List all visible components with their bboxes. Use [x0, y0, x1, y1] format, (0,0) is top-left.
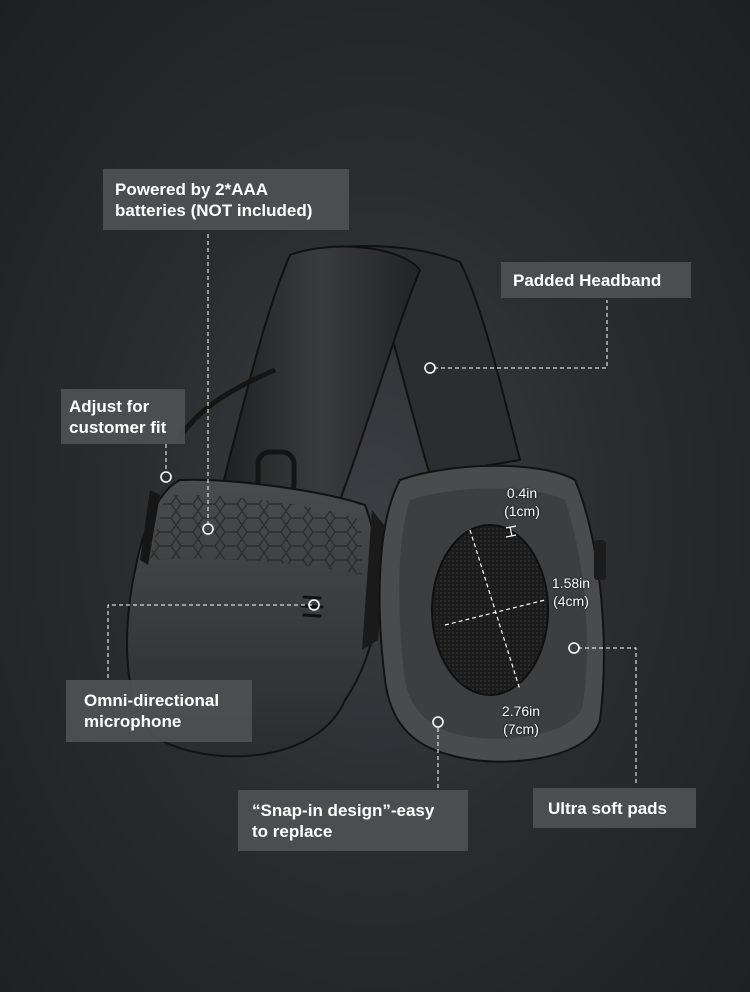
adjust-callout-line2: customer fit — [69, 417, 167, 437]
dim-tick — [505, 534, 517, 538]
callout-anchors — [160, 362, 580, 728]
batteries-callout-line1: Powered by 2*AAA — [115, 179, 269, 199]
adjust-wire — [175, 367, 276, 442]
dimension-bottom-value: 2.76in — [501, 703, 541, 719]
pads-callout: Ultra soft pads — [533, 788, 696, 828]
dimension-top-value: 0.4in — [506, 485, 538, 501]
volume-knob — [594, 540, 606, 580]
pads-callout-text: Ultra soft pads — [548, 798, 668, 818]
dimension-side-value: 1.58in — [551, 575, 591, 591]
dimension-bottom-metric: (7cm) — [503, 721, 539, 737]
microphone-callout-line2: microphone — [84, 712, 182, 731]
mesh-liner — [431, 524, 549, 696]
left-bracket — [140, 490, 160, 565]
dim-tick — [509, 526, 513, 537]
snap-in-callout-line1: “Snap-in design”-easy — [252, 800, 435, 820]
hex-texture — [150, 494, 362, 575]
adjust-callout: Adjust for customer fit — [61, 389, 185, 444]
dimension-bottom: 2.76in (7cm) — [486, 702, 556, 738]
adjust-callout-line1: Adjust for — [69, 396, 150, 416]
batteries-callout-line2: batteries (NOT included) — [115, 200, 313, 220]
dim-tick — [505, 525, 517, 529]
dimension-top: 0.4in (1cm) — [487, 484, 557, 520]
dimension-top-metric: (1cm) — [504, 503, 540, 519]
headband-callout-text: Padded Headband — [513, 270, 662, 290]
microphone-callout: Omni-directional microphone — [66, 680, 252, 742]
dimension-lines — [444, 529, 546, 691]
batteries-callout: Powered by 2*AAA batteries (NOT included… — [103, 169, 349, 230]
dimension-side: 1.58in (4cm) — [536, 574, 606, 610]
headband — [218, 245, 422, 502]
snap-in-callout-line2: to replace — [252, 821, 333, 841]
snap-in-callout: “Snap-in design”-easy to replace — [238, 790, 468, 851]
microphone-callout-line1: Omni-directional — [84, 691, 220, 710]
dimension-side-metric: (4cm) — [553, 593, 589, 609]
callout-leaders — [107, 234, 637, 788]
headband-callout: Padded Headband — [501, 262, 691, 298]
